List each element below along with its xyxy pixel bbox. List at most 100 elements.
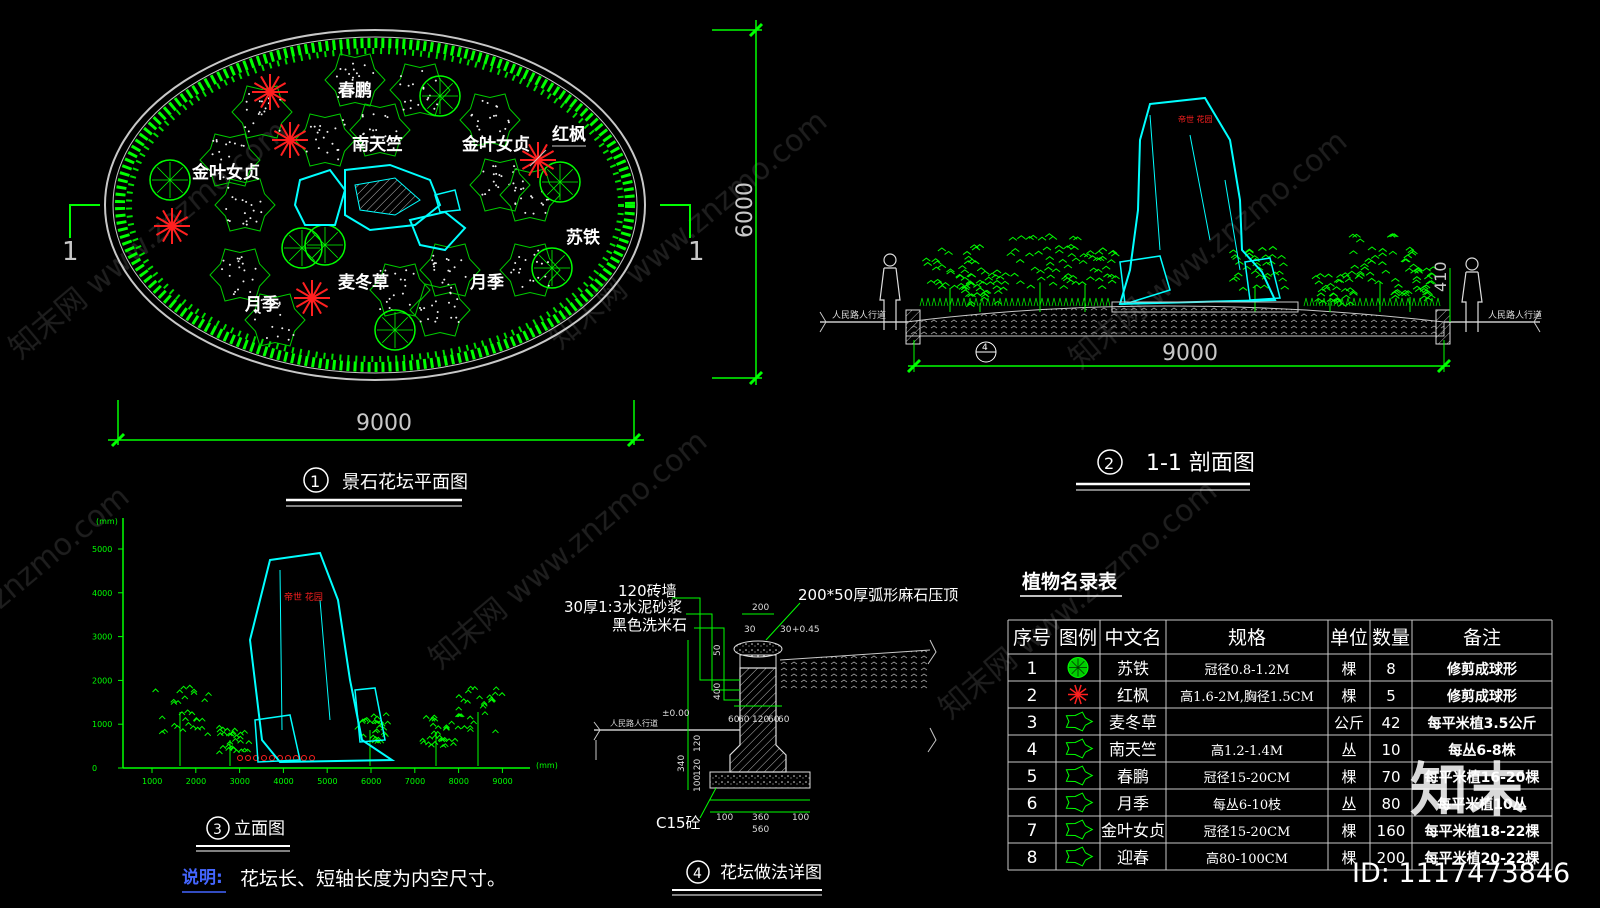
table-cell: 每丛6-10枝 [1213,797,1281,813]
plan-shrub-clump [214,178,276,232]
detail-dim-level-045: +0.45 [792,625,820,635]
section-view: 人民路人行道 人民路人行道 帝世 花园 410 9000 4 [819,96,1542,491]
detail-dim-mid-60d: 60 [778,715,790,725]
elevation-shrub [419,714,459,766]
plan-section-mark-left: 1 [62,237,79,267]
table-title: 植物名录表 [1022,570,1118,593]
plan-shrub-clump [499,168,561,222]
table-header-cell: 备注 [1463,627,1501,649]
table-cell: 棵 [1341,822,1356,840]
detail-dim-left-100: 100 [693,775,703,792]
section-title: 1-1 剖面图 [1146,451,1255,476]
detail-dim-mid-60c: 60 [768,715,780,725]
plan-sutie-symbol [419,75,461,117]
svg-text:知末网 www.znzmo.com: 知末网 www.znzmo.com [1063,124,1354,376]
detail-dim-top-30a: 30 [744,625,756,635]
table-cell: 每平米植20-22棵 [1425,850,1540,867]
table-cell: 公斤 [1334,714,1364,732]
table-cell: 冠径0.8-1.2M [1204,663,1289,678]
elevation-xtick-label: 6000 [361,777,381,786]
detail-dim-bottom-560: 560 [752,825,769,835]
section-shrub [1311,270,1358,312]
detail-title-number: 4 [693,866,702,882]
table-header-cell: 规格 [1228,627,1266,649]
detail-view: 人民路人行道 200 30 30 +0.45 60 [564,582,958,896]
table-cell: 棵 [1341,660,1356,678]
detail-note-stone: 黑色洗米石 [612,616,687,634]
detail-dim-mid-60a: 60 [728,715,740,725]
section-shrub [1390,266,1438,312]
table-cell: 棵 [1341,768,1356,786]
elevation-stone-inscription: 帝世 花园 [284,591,323,603]
note-text: 花坛长、短轴长度为内空尺寸。 [240,868,506,890]
table-cell: 42 [1381,714,1400,732]
plan-label-sutie: 苏铁 [566,227,600,248]
detail-level-000: ±0.00 [662,709,690,719]
section-width-dimension: 9000 [1162,341,1218,366]
table-cell: 每平米植3.5公斤 [1428,715,1537,732]
plan-label-yueji-right: 月季 [469,272,504,293]
plan-title-number: 1 [310,472,320,491]
table-cell: 修剪成球形 [1446,661,1517,678]
svg-text:知末网 www.znzmo.com: 知末网 www.znzmo.com [3,114,294,366]
plan-shrub-clump [369,263,431,317]
note-label: 说明: [182,867,223,888]
elevation-ytick-label: 2000 [92,676,112,685]
section-height-dimension: 410 [1431,261,1450,292]
table-legend-icon [1067,657,1089,678]
detail-dim-left-400: 400 [713,683,723,700]
table-header-cell: 中文名 [1104,627,1161,649]
table-legend-icon [1065,738,1094,759]
elevation-unit-y: (mm) [96,517,118,526]
plan-shrub-clump [349,103,411,157]
detail-dim-bottom-360: 360 [752,813,769,823]
table-cell: 麦冬草 [1109,713,1157,732]
section-groundcover [919,297,1441,307]
detail-dim-left-120a: 120 [693,735,703,752]
detail-walkway: 人民路人行道 [610,718,658,728]
table-cell: 每平米植16-20棵 [1425,769,1540,786]
table-cell: 棵 [1341,849,1356,867]
section-shrub [1006,233,1082,312]
elevation-ytick-label: 4000 [92,589,112,598]
section-walkway-left: 人民路人行道 [832,309,886,321]
section-shrub [1058,243,1120,312]
table-cell: 月季 [1117,794,1149,813]
section-detail-reference: 4 [982,343,988,353]
table-cell: 高1.6-2M,胸径1.5CM [1180,689,1314,705]
detail-note-concrete: C15砼 [656,814,701,832]
elevation-xtick-label: 1000 [142,777,162,786]
plan-hongfeng-symbol [272,122,308,158]
table-cell: 苏铁 [1117,659,1149,678]
table-cell: 迎春 [1117,848,1149,867]
plan-label-jinyenvzhen-right: 金叶女贞 [461,134,530,155]
note: 说明: 花坛长、短轴长度为内空尺寸。 [182,867,506,893]
plan-width-dimension: 9000 [356,411,412,436]
section-title-number: 2 [1104,454,1114,473]
table-cell: 南天竺 [1109,740,1157,759]
image-id: ID: 1117473846 [1352,858,1570,889]
table-legend-icon [1068,684,1088,705]
table-header-cell: 数量 [1372,627,1410,649]
table-cell: 4 [1027,740,1038,760]
table-cell: 70 [1381,768,1400,786]
plan-sutie-symbol [304,224,346,266]
table-cell: 丛 [1341,741,1356,759]
table-cell: 3 [1027,713,1038,733]
detail-dim-top-200: 200 [752,603,769,613]
elevation-title: 立面图 [234,819,285,839]
table-row: 3 麦冬草 公斤 42 每平米植3.5公斤 [1027,711,1537,733]
plan-shrub-clump [389,63,451,117]
svg-text:知末网 www.znzmo.com: 知末网 www.znzmo.com [423,424,714,676]
detail-dim-left-340: 340 [677,755,687,772]
elevation-ytick-label: 0 [92,764,97,773]
plan-hongfeng-symbol [154,208,190,244]
plan-shrub-clump [244,293,306,347]
section-stone-inscription: 帝世 花园 [1178,114,1213,124]
elevation-xtick-label: 2000 [186,777,206,786]
